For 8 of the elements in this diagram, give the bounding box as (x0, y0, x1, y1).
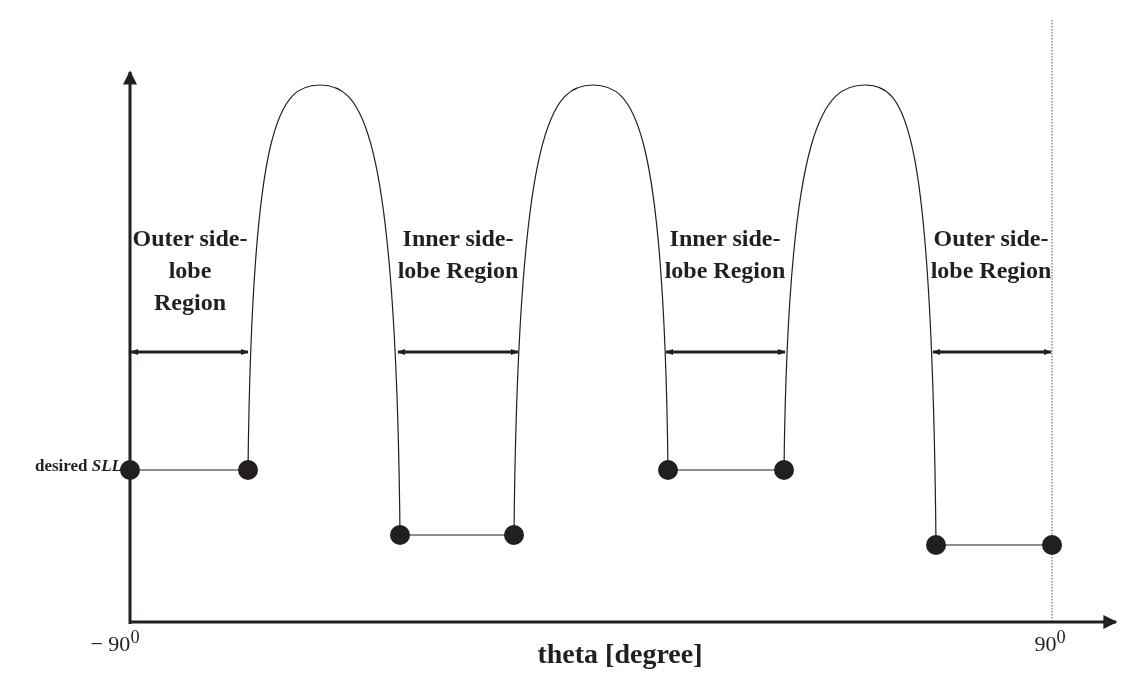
region-label: Inner side-lobe Region (397, 224, 519, 285)
tick-label: 90$^{0}$ (1033, 626, 1067, 659)
axis-title: theta [degree] (536, 637, 704, 671)
tick-label: − 90$^{0}$ (89, 626, 141, 659)
region-label: Outer side-lobe Region (930, 224, 1052, 285)
region-label: Inner side-lobe Region (664, 224, 786, 285)
region-label: Outer side-lobe Region (131, 224, 249, 317)
axis-label: desired SLL (33, 455, 122, 477)
